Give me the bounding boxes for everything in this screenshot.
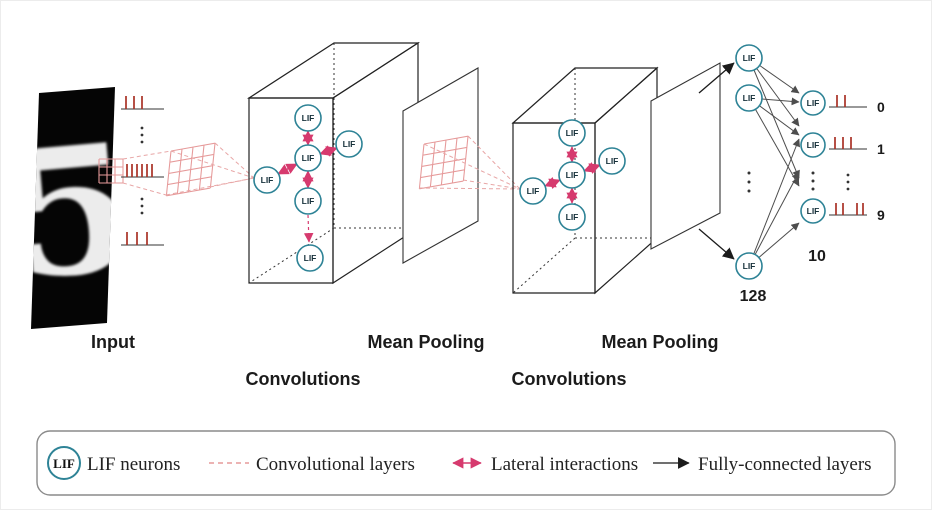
svg-text:LIF: LIF [566, 212, 579, 222]
legend-lif-neurons: LIF neurons [87, 454, 180, 475]
fully-connected-layer: LIF LIF LIF LIF LIF LIF [698, 44, 826, 280]
output-spike-trains: 0 1 9 [829, 95, 885, 223]
lif-neuron-icon: LIF [47, 446, 81, 480]
lif-neuron: LIF [294, 104, 322, 132]
svg-text:LIF: LIF [302, 153, 315, 163]
lif-neuron: LIF [558, 203, 586, 231]
legend: LIF LIF neurons Convolutional layers Lat… [36, 430, 896, 496]
legend-fully-connected-layers: Fully-connected layers [698, 454, 872, 475]
svg-text:LIF: LIF [807, 98, 820, 108]
output-label-1: 1 [877, 141, 885, 157]
lif-neuron: LIF [335, 130, 363, 158]
convolutions-label-1: Convolutions [246, 369, 361, 389]
mean-pooling-label-1: Mean Pooling [368, 332, 485, 352]
mnist-input-image: 5 [5, 87, 144, 329]
convolutions-label-2: Convolutions [512, 369, 627, 389]
conv-layer-2-box: LIF LIF LIF LIF LIF [511, 66, 659, 295]
lif-neuron: LIF [598, 147, 626, 175]
lif-neuron: LIF [296, 244, 324, 272]
output-label-0: 0 [877, 99, 885, 115]
svg-text:LIF: LIF [53, 456, 75, 471]
svg-text:LIF: LIF [304, 253, 317, 263]
lif-neuron: LIF [519, 177, 547, 205]
output-label-9: 9 [877, 207, 885, 223]
svg-text:LIF: LIF [807, 206, 820, 216]
svg-text:LIF: LIF [807, 140, 820, 150]
lif-neuron: LIF [800, 90, 826, 116]
svg-text:LIF: LIF [566, 170, 579, 180]
lif-neuron: LIF [800, 132, 826, 158]
mean-pooling-plane-1 [402, 67, 479, 264]
lif-neuron: LIF [735, 84, 763, 112]
svg-text:LIF: LIF [302, 113, 315, 123]
input-receptive-field-grid [98, 158, 124, 184]
lif-neuron: LIF [294, 187, 322, 215]
mnist-digit: 5 [5, 105, 144, 320]
svg-text:LIF: LIF [527, 186, 540, 196]
svg-text:LIF: LIF [743, 93, 756, 103]
lateral-interactions-2 [544, 146, 601, 204]
conv-layer-1-box: LIF LIF LIF LIF LIF LIF [246, 41, 421, 285]
lif-neuron: LIF [558, 161, 586, 189]
svg-text:LIF: LIF [343, 139, 356, 149]
lif-neuron: LIF [735, 44, 763, 72]
input-image-background [31, 87, 115, 329]
input-label: Input [91, 332, 135, 352]
legend-convolutional-layers: Convolutional layers [256, 454, 415, 475]
lif-neuron: LIF [294, 144, 322, 172]
mean-pooling-plane-2 [650, 62, 721, 250]
input-spike-trains [121, 96, 164, 246]
svg-text:LIF: LIF [261, 175, 274, 185]
svg-text:LIF: LIF [606, 156, 619, 166]
lif-neuron: LIF [735, 252, 763, 280]
svg-text:LIF: LIF [302, 196, 315, 206]
legend-lateral-interactions: Lateral interactions [491, 454, 638, 475]
conv-kernel-1 [122, 142, 255, 197]
svg-text:LIF: LIF [743, 53, 756, 63]
lif-neuron: LIF [558, 119, 586, 147]
hidden-count-label: 128 [740, 288, 767, 305]
mean-pooling-label-2: Mean Pooling [602, 332, 719, 352]
conv-kernel-2 [418, 135, 521, 190]
svg-text:LIF: LIF [566, 128, 579, 138]
svg-text:LIF: LIF [743, 261, 756, 271]
lif-neuron: LIF [800, 198, 826, 224]
output-count-label: 10 [808, 248, 826, 265]
lif-neuron: LIF [253, 166, 281, 194]
lateral-interactions-1 [277, 130, 338, 243]
